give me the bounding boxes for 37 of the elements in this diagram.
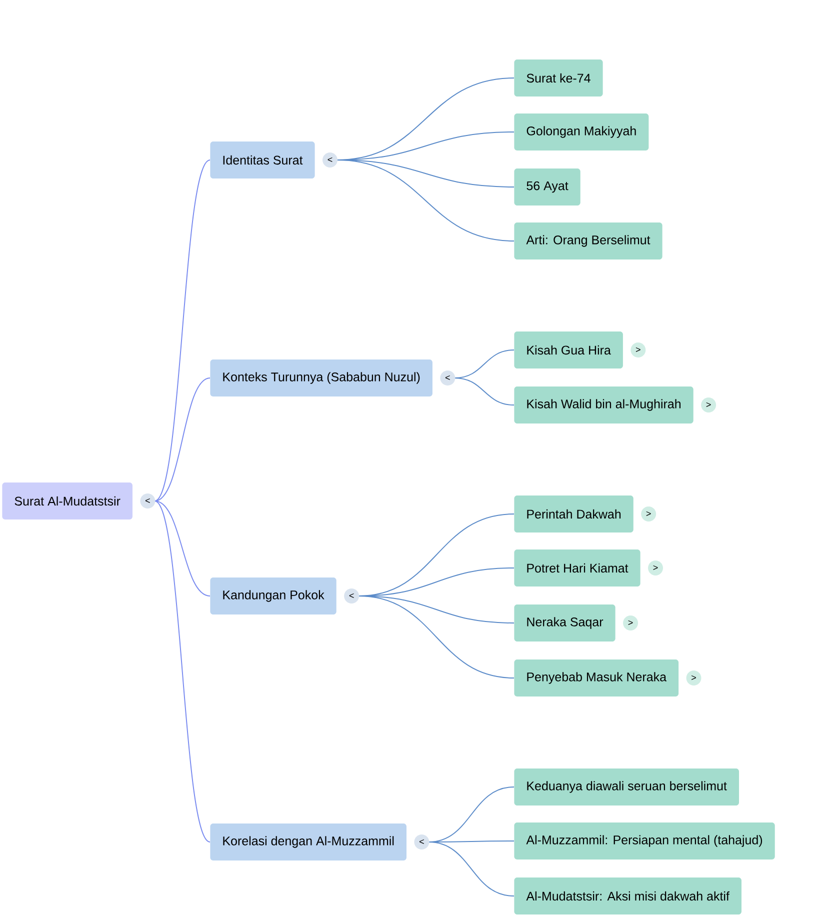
toggle-button: < [344, 588, 360, 604]
connector-line [428, 842, 514, 896]
connector-line [154, 500, 210, 842]
subtopic-box: Surat ke-74 [514, 60, 603, 96]
subtopic-box: Arti: Orang Berselimut [514, 222, 662, 260]
subtopic-box: Perintah Dakwah [514, 496, 634, 532]
toggle-button: > [630, 342, 646, 358]
topic-box: Kandungan Pokok [210, 578, 336, 614]
toggle-button: < [440, 370, 456, 386]
subtopic-box: Keduanya diawali seruan berselimut [514, 768, 739, 806]
topic-box: Konteks Turunnya (Sababun Nuzul) [210, 360, 432, 396]
connector-line [454, 378, 514, 406]
connector-line [154, 500, 210, 596]
subtopic-box: Penyebab Masuk Neraka [514, 660, 679, 696]
connector-line [154, 378, 210, 502]
topic-box: Korelasi dengan Al-Muzzammil [210, 824, 406, 860]
topic-box: Identitas Surat [210, 142, 315, 178]
subtopic-box: Golongan Makiyyah [514, 114, 649, 150]
toggle-button: < [414, 834, 430, 850]
subtopic-box: Neraka Saqar [514, 604, 616, 642]
connector-line [358, 596, 514, 678]
subtopic-box: Al-Muzzammil: Persiapan mental (tahajud) [514, 822, 775, 860]
root-box: Surat Al-Mudatstsir [2, 482, 132, 520]
subtopic-box: Al-Mudatstsir: Aksi misi dakwah aktif [514, 878, 742, 914]
subtopic-box: 56 Ayat [514, 168, 580, 206]
subtopic-box: Potret Hari Kiamat [514, 550, 640, 586]
connector-line [154, 160, 210, 502]
subtopic-box: Kisah Walid bin al-Mughirah [514, 386, 694, 424]
toggle-button: > [641, 506, 656, 522]
toggle-button: > [686, 670, 702, 686]
toggle-button: > [623, 616, 638, 630]
subtopic-box: Kisah Gua Hira [514, 332, 623, 368]
toggle-button: > [701, 398, 716, 412]
connector-line [336, 160, 514, 242]
toggle-button: > [648, 560, 664, 576]
toggle-button: < [322, 152, 338, 168]
toggle-button: < [140, 494, 156, 508]
